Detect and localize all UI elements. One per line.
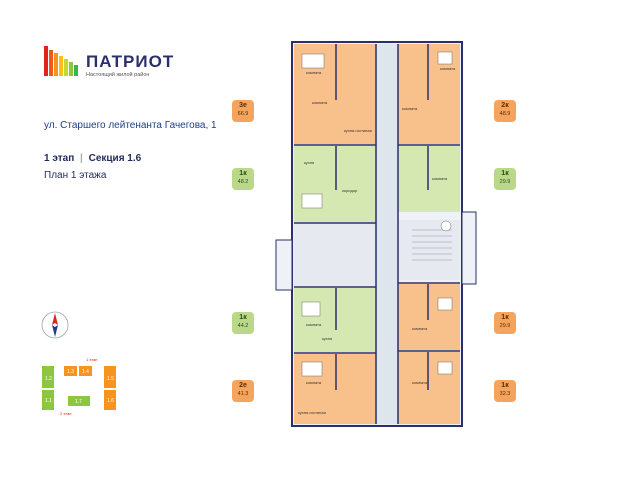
stage-section: 1 этап | Секция 1.6 [44, 153, 142, 164]
apt-badge-left-2[interactable]: 1к 48.2 [232, 168, 254, 190]
apt-area-left-2 [294, 146, 376, 222]
kitchen-label: кухня-гостиная [344, 128, 372, 133]
minimap-cell-1-1: 1.1 [45, 398, 52, 404]
address: ул. Старшего лейтенанта Гачегова, 1 [44, 120, 217, 131]
kitchen-label: кухня [304, 160, 314, 165]
logo-bars-icon [44, 46, 78, 76]
room-label: комната [440, 66, 456, 71]
apt-badge-right-2[interactable]: 1к 29.9 [494, 168, 516, 190]
brand-name: ПАТРИОТ [86, 52, 175, 71]
section-label: Секция 1.6 [88, 153, 142, 164]
minimap-cell-1-5: 1.5 [107, 376, 114, 382]
room-label: комната [412, 380, 428, 385]
plan-title: План 1 этажа [44, 170, 107, 181]
minimap-cell-1-4: 1.4 [82, 369, 89, 375]
minimap-cell-1-7: 1.7 [75, 399, 82, 405]
room-label: комната [402, 106, 418, 111]
apt-area-right-2 [398, 146, 460, 212]
brand-tagline: Настоящий жилой район [86, 72, 150, 78]
floor-plan: комната комната комната кухня-гостиная к… [262, 40, 492, 428]
room-label: комната [312, 100, 328, 105]
room-label: комната [306, 380, 322, 385]
compass-icon [40, 310, 70, 340]
apt-area-right-3 [398, 284, 460, 350]
minimap-cell-1-3: 1.3 [67, 369, 74, 375]
room-label: комната [306, 70, 322, 75]
room-label: комната [432, 176, 448, 181]
section-minimap: 1 этап 1.2 1.3 1.4 1.5 1.1 1.7 1.6 2 эта… [40, 356, 124, 416]
apt-badge-left-1[interactable]: 3е 66.9 [232, 100, 254, 122]
minimap-top-label: 1 этап [86, 357, 97, 362]
apt-badge-right-1[interactable]: 2к 48.9 [494, 100, 516, 122]
room-label: комната [412, 326, 428, 331]
kitchen-label: кухня [322, 336, 332, 341]
minimap-cell-1-6: 1.6 [107, 398, 114, 404]
apt-badge-left-3[interactable]: 1к 44.2 [232, 312, 254, 334]
apt-badge-right-3[interactable]: 1к 29.9 [494, 312, 516, 334]
apt-badge-left-4[interactable]: 2е 41.3 [232, 380, 254, 402]
apt-area-left-3 [294, 288, 376, 352]
minimap-cell-1-2: 1.2 [45, 376, 52, 382]
kitchen-label: кухня-гостиная [298, 410, 326, 415]
brand-logo [44, 44, 80, 76]
room-label: комната [306, 322, 322, 327]
minimap-bottom-label: 2 этап [60, 411, 71, 416]
hall-label: коридор [342, 188, 358, 193]
apt-badge-right-4[interactable]: 1к 32.3 [494, 380, 516, 402]
stage-label: 1 этап [44, 153, 75, 164]
